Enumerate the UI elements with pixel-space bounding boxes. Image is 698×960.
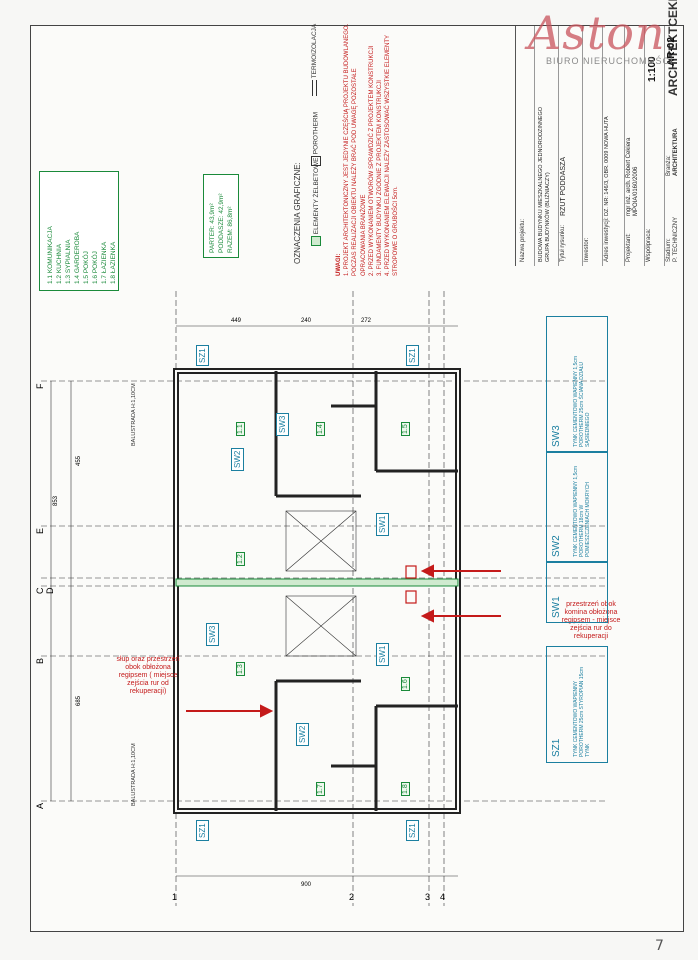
dimension-text: 455 xyxy=(76,455,82,466)
wall-type-name: SW1 xyxy=(551,596,562,618)
wall-type-sw1: SW1 xyxy=(546,561,608,623)
grid-label-2: 2 xyxy=(349,892,355,902)
party-wall xyxy=(175,578,459,587)
floor-plan xyxy=(41,291,606,906)
page-number: 7 xyxy=(655,938,664,954)
chimney xyxy=(405,590,417,604)
wall-tag: SZ1 xyxy=(406,820,419,841)
wall-tag: SZ1 xyxy=(406,345,419,366)
room-label: 1.1 xyxy=(236,422,245,436)
wall-type-sw2: SW2 TYNK CEMENTOWO WAPIENNY 1,5cm POROTH… xyxy=(546,451,608,563)
balustrade-note: BALUSTRADA H:1,10CM xyxy=(131,383,137,446)
room-label: 1.2 xyxy=(236,552,245,566)
callout-right: przestrzeń obok komina obłożona regipsem… xyxy=(561,601,621,641)
grid-label-f: F xyxy=(35,383,45,390)
wall-type-name: SW2 xyxy=(551,535,562,557)
wall-tag: SW1 xyxy=(376,642,389,666)
grid-label-3: 3 xyxy=(425,892,431,902)
wall-tag: SW1 xyxy=(376,512,389,536)
wall-type-name: SW3 xyxy=(551,425,562,447)
room-label: 1.4 xyxy=(316,422,325,436)
wall-type-desc: TYNK CEMENTOWO WAPIENNY 1,5cm POROTHERM … xyxy=(573,465,591,557)
wall-type-sw3: SW3 TYNK CEMENTOWO WAPIENNY 1,5cm POROTH… xyxy=(546,316,608,453)
wall-tag: SW2 xyxy=(231,447,244,471)
area-legend: 1.1 KOMUNIKACJA 1.2 KUCHNIA 1.3 SYPIALNI… xyxy=(39,171,119,291)
wall-type-desc: TYNK CEMENTOWO WAPIENNY 1,5cm POROTHERM … xyxy=(573,355,591,447)
dimension-lines xyxy=(50,325,458,877)
wall-tag: SZ1 xyxy=(196,345,209,366)
grid-label-1: 1 xyxy=(172,892,178,902)
stairs xyxy=(285,510,357,657)
grid-label-a: A xyxy=(35,802,45,809)
drawing-sheet: 1.1 KOMUNIKACJA 1.2 KUCHNIA 1.3 SYPIALNI… xyxy=(30,0,684,932)
wall-type-desc: TYNK CEMENTOWO WAPIENNY POROTHERM 25cm S… xyxy=(573,666,591,757)
wall-tag: SW2 xyxy=(296,722,309,746)
watermark-brand: Aston xyxy=(528,6,666,60)
room-label: 1.5 xyxy=(401,422,410,436)
room-label: 1.7 xyxy=(316,782,325,796)
grid-label-c: C xyxy=(35,587,45,595)
wall-tag: SZ1 xyxy=(196,820,209,841)
dimension-text: 685 xyxy=(76,695,82,706)
dimension-text: 272 xyxy=(361,318,372,324)
title-block: Nazwa projektu: BUDOWA BUDYNKU MIESZKALN… xyxy=(515,0,684,266)
wall-tag: SW3 xyxy=(276,412,289,436)
balustrade-note: BALUSTRADA H:1,10CM xyxy=(131,743,137,806)
grid-label-d: D xyxy=(45,587,55,595)
dimension-text: 240 xyxy=(301,318,312,324)
room-label: 1.3 xyxy=(236,662,245,676)
area-totals: PARTER: 43,9m² PODDASZE: 42,9m² RAZEM: 8… xyxy=(203,174,239,258)
dimension-text: 449 xyxy=(231,318,242,324)
grid-label-4: 4 xyxy=(440,892,446,902)
wall-type-name: SZ1 xyxy=(551,738,562,757)
callout-left: słup oraz przestrzeń obok obłożona regip… xyxy=(116,656,180,696)
chimney xyxy=(405,565,417,579)
wall-tag: SW3 xyxy=(206,622,219,646)
room-label: 1.8 xyxy=(401,782,410,796)
grid-label-e: E xyxy=(35,527,45,534)
grid-label-b: B xyxy=(35,657,45,664)
callout-arrows xyxy=(186,564,501,718)
watermark-sub: BIURO NIERUCHOMOŚCI xyxy=(546,56,674,66)
aston-watermark: Aston BIURO NIERUCHOMOŚCI xyxy=(528,10,688,80)
room-label: 1.6 xyxy=(401,677,410,691)
wall-type-sz1: SZ1 TYNK CEMENTOWO WAPIENNY POROTHERM 25… xyxy=(546,646,608,763)
dimension-text: 900 xyxy=(301,882,312,888)
dimension-text: 853 xyxy=(53,495,59,506)
